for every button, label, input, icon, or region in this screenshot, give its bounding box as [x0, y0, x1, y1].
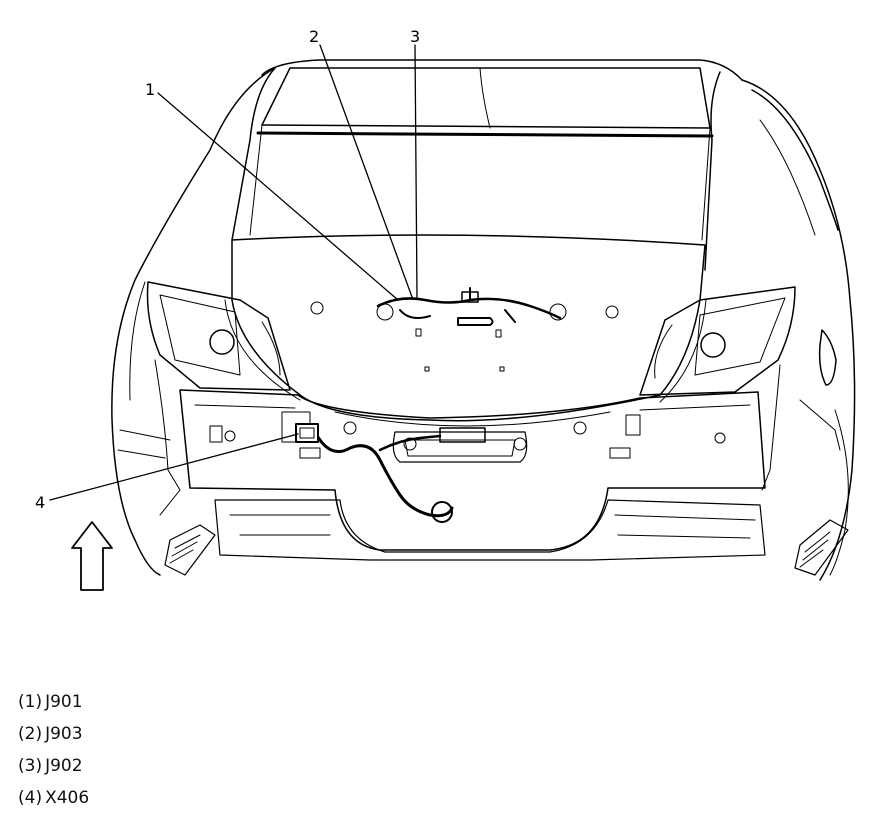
right-c-pillar-inner [701, 127, 711, 241]
rear-body-panel [179, 389, 766, 551]
right-lamp-bulb [700, 332, 726, 358]
legend-label: X406 [45, 788, 90, 808]
rear-glass-lower [261, 124, 711, 129]
trunk-lid-handle [457, 317, 494, 326]
right-tail-lamp-inner [694, 297, 786, 376]
legend-item-2: (2)J903 [18, 718, 89, 750]
left-c-pillar-inner [249, 124, 263, 236]
legend-item-1: (1)J901 [18, 686, 89, 718]
component-legend: (1)J901 (2)J903 (3)J902 (4)X406 [18, 686, 89, 814]
right-lamp-lens [654, 324, 673, 379]
rear-panel-holes [209, 411, 726, 459]
legend-label: J902 [45, 756, 83, 776]
trunk-lid-center-module [461, 291, 479, 303]
callout-leaders [49, 44, 418, 501]
left-bumper-bracket [164, 524, 216, 576]
left-bumper-bracket-ribs [169, 534, 201, 564]
rear-floor-pan [214, 499, 766, 561]
rear-panel-cross-member [334, 411, 611, 427]
left-c-pillar [231, 67, 276, 241]
leader-2 [319, 44, 413, 298]
right-c-pillar [704, 71, 721, 271]
left-quarter-panel [111, 67, 276, 576]
glass-reflection [479, 67, 491, 129]
legend-id: (4) [18, 788, 43, 808]
right-tail-lamp [639, 286, 796, 396]
right-inner-fender [761, 364, 781, 491]
callout-number-4: 4 [35, 493, 45, 512]
rear-panel-grommet [431, 501, 453, 523]
left-quarter-inner [129, 281, 146, 401]
x406-connector [295, 423, 319, 443]
left-lamp-bulb [209, 329, 235, 355]
left-tail-lamp [146, 281, 291, 391]
vehicle-rear-diagram: 1 2 3 4 [35, 27, 856, 591]
x406-connector-detail [299, 427, 315, 439]
license-plate-recess [392, 431, 528, 463]
callout-number-2: 2 [309, 27, 319, 46]
vehicle-body [111, 59, 856, 581]
trunk-lid [231, 234, 706, 422]
left-lower-flange [117, 429, 171, 459]
rear-panel-harness-branch [378, 434, 442, 452]
right-side-glass-inner [759, 119, 816, 236]
license-plate-inner [404, 439, 516, 457]
right-wheel-arch [829, 409, 849, 576]
left-inner-fender [154, 359, 181, 516]
legend-id: (3) [18, 756, 43, 776]
leader-1 [157, 92, 399, 301]
front-arrow-icon [71, 521, 113, 591]
rear-glass [261, 67, 711, 129]
floor-pan-ribs [229, 514, 756, 539]
right-bumper-bracket [794, 519, 849, 576]
rear-glass-trim [256, 131, 714, 138]
right-fuel-door [818, 329, 837, 386]
leader-4 [49, 433, 299, 501]
right-lower-flange [799, 399, 841, 451]
callout-number-3: 3 [410, 27, 420, 46]
legend-label: J903 [45, 724, 83, 744]
trunk-lid-edge [224, 299, 301, 401]
legend-label: J901 [45, 692, 83, 712]
callout-numbers: 1 2 3 4 [35, 27, 420, 512]
callout-number-1: 1 [145, 80, 155, 99]
trunk-lid-fasteners [310, 301, 619, 372]
right-side-glass [751, 89, 839, 231]
legend-id: (2) [18, 724, 43, 744]
legend-item-3: (3)J902 [18, 750, 89, 782]
trunk-lid-harness-branch [399, 287, 516, 323]
roof-outline [261, 59, 743, 81]
right-bumper-bracket-ribs [799, 531, 831, 568]
left-tail-lamp-inner [159, 294, 241, 376]
rear-panel-harness [313, 430, 454, 518]
leader-3 [414, 44, 418, 298]
legend-id: (1) [18, 692, 43, 712]
rear-panel-upper-edge [194, 404, 751, 411]
legend-item-4: (4)X406 [18, 782, 89, 814]
left-lamp-lens [261, 321, 281, 376]
